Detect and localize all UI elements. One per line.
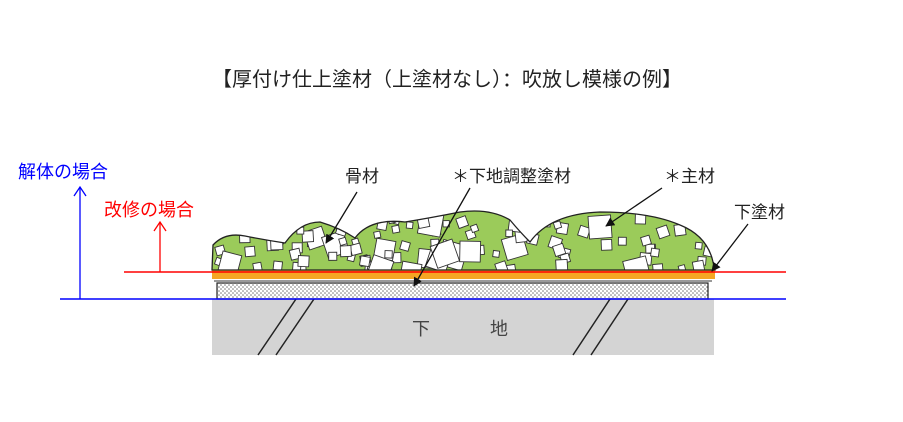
aggregate-particle <box>405 221 414 230</box>
aggregate-particle <box>505 229 513 238</box>
aggregate-particle <box>525 216 535 226</box>
base-adjust-layer <box>216 282 709 300</box>
aggregate-particle <box>455 215 470 230</box>
aggregate-particle <box>522 216 530 224</box>
undercoat-layer <box>212 270 715 279</box>
aggregate-particle <box>384 250 393 259</box>
aggregate-particle <box>429 238 461 269</box>
substrate-hatch <box>257 298 629 356</box>
aggregate-particle <box>222 221 230 230</box>
demolition-label: 解体の場合 <box>18 162 108 183</box>
aggregate-particle <box>255 220 267 231</box>
aggregate-particle <box>301 230 315 243</box>
aggregate-particle <box>600 238 613 251</box>
aggregate-particle <box>391 224 401 234</box>
aggregate-particle <box>280 223 292 235</box>
aggregate-particle <box>387 215 397 225</box>
aggregate-particle <box>622 255 652 270</box>
aggregate-particle <box>373 230 382 239</box>
aggregate-particle <box>358 255 371 268</box>
substrate-label-1: 下 <box>412 319 430 340</box>
diagram-title: 【厚付け仕上塗材（上塗材なし）：吹放し模様の例】 <box>212 67 682 91</box>
aggregate-particle <box>268 228 280 240</box>
aggregate-particle <box>270 237 284 251</box>
undercoat-label: 下塗材 <box>734 202 785 223</box>
aggregate-particle <box>552 220 563 230</box>
aggregate-particle <box>217 250 243 270</box>
aggregate-particle <box>702 245 715 258</box>
aggregate-leader <box>325 191 358 244</box>
arrow-head-icon <box>153 220 167 232</box>
aggregate-particle <box>328 251 338 261</box>
substrate-label-2: 地 <box>490 319 508 340</box>
aggregate-particle <box>398 260 423 270</box>
base-adjust-leader <box>413 187 471 287</box>
aggregate-particle <box>239 231 251 244</box>
aggregate-particle <box>368 211 381 225</box>
aggregate-particle <box>587 214 613 240</box>
aggregate-particle <box>673 223 687 237</box>
aggregate-particle <box>492 249 501 258</box>
aggregate-label: 骨材 <box>345 167 379 187</box>
aggregate-particle <box>640 234 652 247</box>
aggregate-particle <box>494 260 509 270</box>
substrate-layer <box>212 299 714 355</box>
arrow-head-icon <box>73 185 87 197</box>
aggregate-particle <box>338 236 348 247</box>
undercoat-leader <box>711 223 749 272</box>
aggregate-particle <box>339 245 352 258</box>
aggregate-particle <box>399 240 411 252</box>
aggregate-particle <box>694 241 703 250</box>
aggregate-particle <box>650 247 660 258</box>
aggregate-particle <box>677 264 687 270</box>
aggregate-particle <box>224 223 233 232</box>
base-adjust-label: ＊下地調整塗材 <box>452 166 571 187</box>
aggregate-particle <box>469 223 480 234</box>
aggregate-particle <box>617 236 627 246</box>
aggregate-particle <box>366 254 395 270</box>
aggregate-particle <box>272 260 284 270</box>
aggregate-particle <box>555 258 569 270</box>
aggregate-particle <box>459 240 482 263</box>
aggregate-particle <box>297 255 310 268</box>
aggregate-particle <box>244 245 256 258</box>
aggregate-particle <box>655 224 671 240</box>
aggregate-particle <box>551 242 567 258</box>
main-material-label: ＊主材 <box>664 167 715 187</box>
aggregate-particle <box>270 224 282 236</box>
renovation-label: 改修の場合 <box>104 200 194 221</box>
main-material-leader <box>605 187 663 227</box>
